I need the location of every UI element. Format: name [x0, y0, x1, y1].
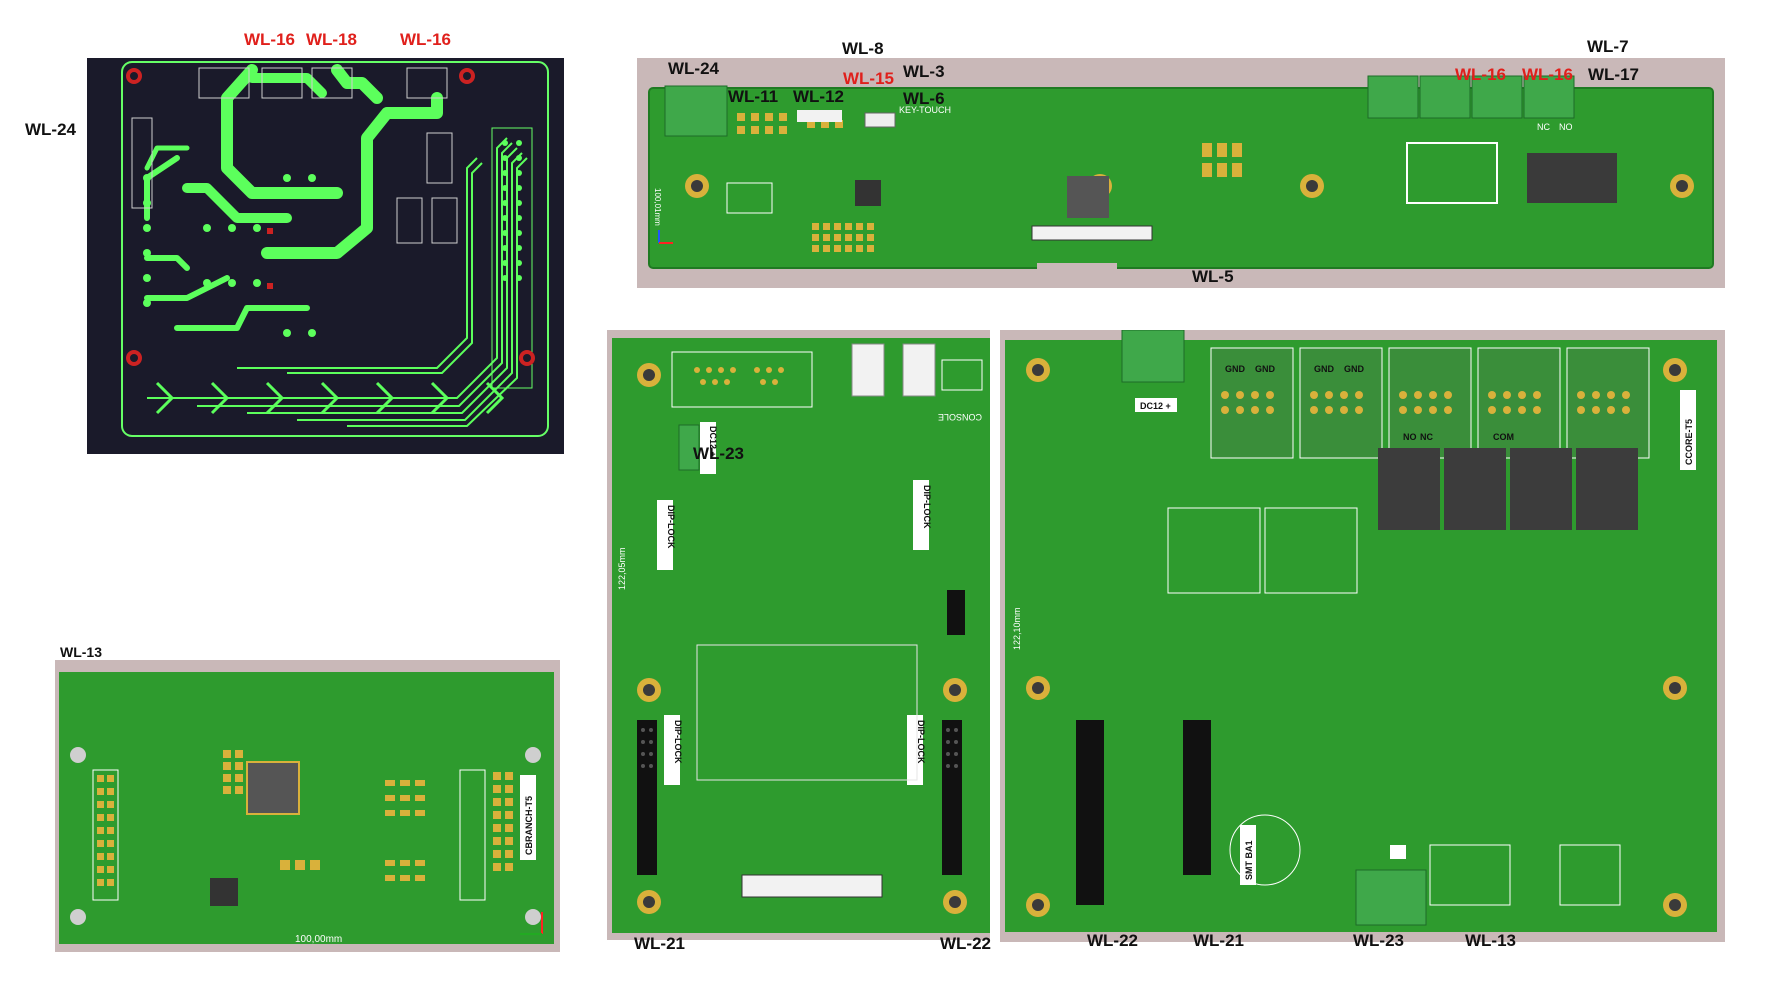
keypad-board-render: KEY-TOUCH 100,01mm NC NO: [637, 58, 1725, 288]
dim-top-silk: 100,01mm: [653, 188, 662, 226]
cbranch-board-drawing: CBRANCH-T5 100,00mm: [55, 660, 560, 952]
dim-122b-silk: 122,10mm: [1012, 607, 1022, 650]
dip-lock-silk-2: DIP-LOCK: [922, 485, 932, 529]
label-wl18-tl: WL-18: [306, 30, 357, 49]
gnd-silk-1: GND: [1225, 364, 1246, 374]
label-wl15-tr: WL-15: [843, 69, 894, 88]
label-wl5-tr: WL-5: [1192, 267, 1234, 286]
nc-silk: NC: [1537, 122, 1550, 132]
label-wl16-tr-b: WL-16: [1522, 65, 1573, 84]
label-wl3-tr: WL-3: [903, 62, 945, 81]
gnd-silk-2: GND: [1255, 364, 1276, 374]
keypad-board-drawing: KEY-TOUCH 100,01mm NC NO: [637, 58, 1725, 288]
label-wl16-tl-b: WL-16: [400, 30, 451, 49]
label-wl8-tr: WL-8: [842, 39, 884, 58]
label-wl6-tr: WL-6: [903, 89, 945, 108]
pcb-layout-drawing: [87, 58, 564, 454]
smt-ba1-silk: SMT BA1: [1244, 840, 1254, 880]
label-wl13-br: WL-13: [1465, 931, 1516, 950]
label-wl21-mid: WL-21: [634, 934, 685, 953]
dip-lock-silk-1: DIP-LOCK: [666, 505, 676, 549]
no-silk: NO: [1559, 122, 1573, 132]
label-wl16-tr-a: WL-16: [1455, 65, 1506, 84]
label-wl23-mid: WL-23: [693, 444, 744, 463]
label-wl12-tr: WL-12: [793, 87, 844, 106]
ccore-board-render: DC12 + GND GND GND GND NO NC COM: [1000, 330, 1725, 942]
dc12-silk-core: DC12 +: [708, 426, 718, 457]
com-silk-ccore: COM: [1493, 432, 1514, 442]
label-wl21-br: WL-21: [1193, 931, 1244, 950]
cbranch-silk: CBRANCH-T5: [524, 796, 534, 855]
dim-100-silk: 100,00mm: [295, 934, 342, 945]
label-wl16-tl-a: WL-16: [244, 30, 295, 49]
ccore-board-drawing: DC12 + GND GND GND GND NO NC COM: [1000, 330, 1725, 942]
label-wl13-bl: WL-13: [60, 644, 102, 660]
nc-silk-ccore: NC: [1420, 432, 1433, 442]
dip-lock-silk-3: DIP-LOCK: [673, 720, 683, 764]
label-wl11-tr: WL-11: [728, 87, 779, 106]
key-touch-silk: KEY-TOUCH: [899, 105, 951, 115]
label-wl22-mid: WL-22: [940, 934, 991, 953]
core-board-render: CONSOLE DC12 + DIP-LOCK DIP-LOCK DIP-LOC…: [607, 330, 990, 940]
gnd-silk-3: GND: [1314, 364, 1335, 374]
dc12-silk-ccore: DC12 +: [1140, 401, 1171, 411]
label-wl24-tl: WL-24: [25, 120, 76, 139]
gnd-silk-4: GND: [1344, 364, 1365, 374]
dim-122a-silk: 122,05mm: [617, 547, 627, 590]
core-board-drawing: CONSOLE DC12 + DIP-LOCK DIP-LOCK DIP-LOC…: [607, 330, 990, 940]
cbranch-board-render: CBRANCH-T5 100,00mm: [55, 660, 560, 952]
console-silk: CONSOLE: [938, 412, 982, 422]
dip-lock-silk-4: DIP-LOCK: [916, 720, 926, 764]
ccore-silk: CCORE-T5: [1684, 419, 1694, 465]
label-wl7-tr: WL-7: [1587, 37, 1629, 56]
pcb-layout-view: [87, 58, 564, 454]
no-silk-ccore: NO: [1403, 432, 1417, 442]
label-wl22-br: WL-22: [1087, 931, 1138, 950]
label-wl17-tr: WL-17: [1588, 65, 1639, 84]
label-wl24-tr: WL-24: [668, 59, 719, 78]
label-wl23-br: WL-23: [1353, 931, 1404, 950]
